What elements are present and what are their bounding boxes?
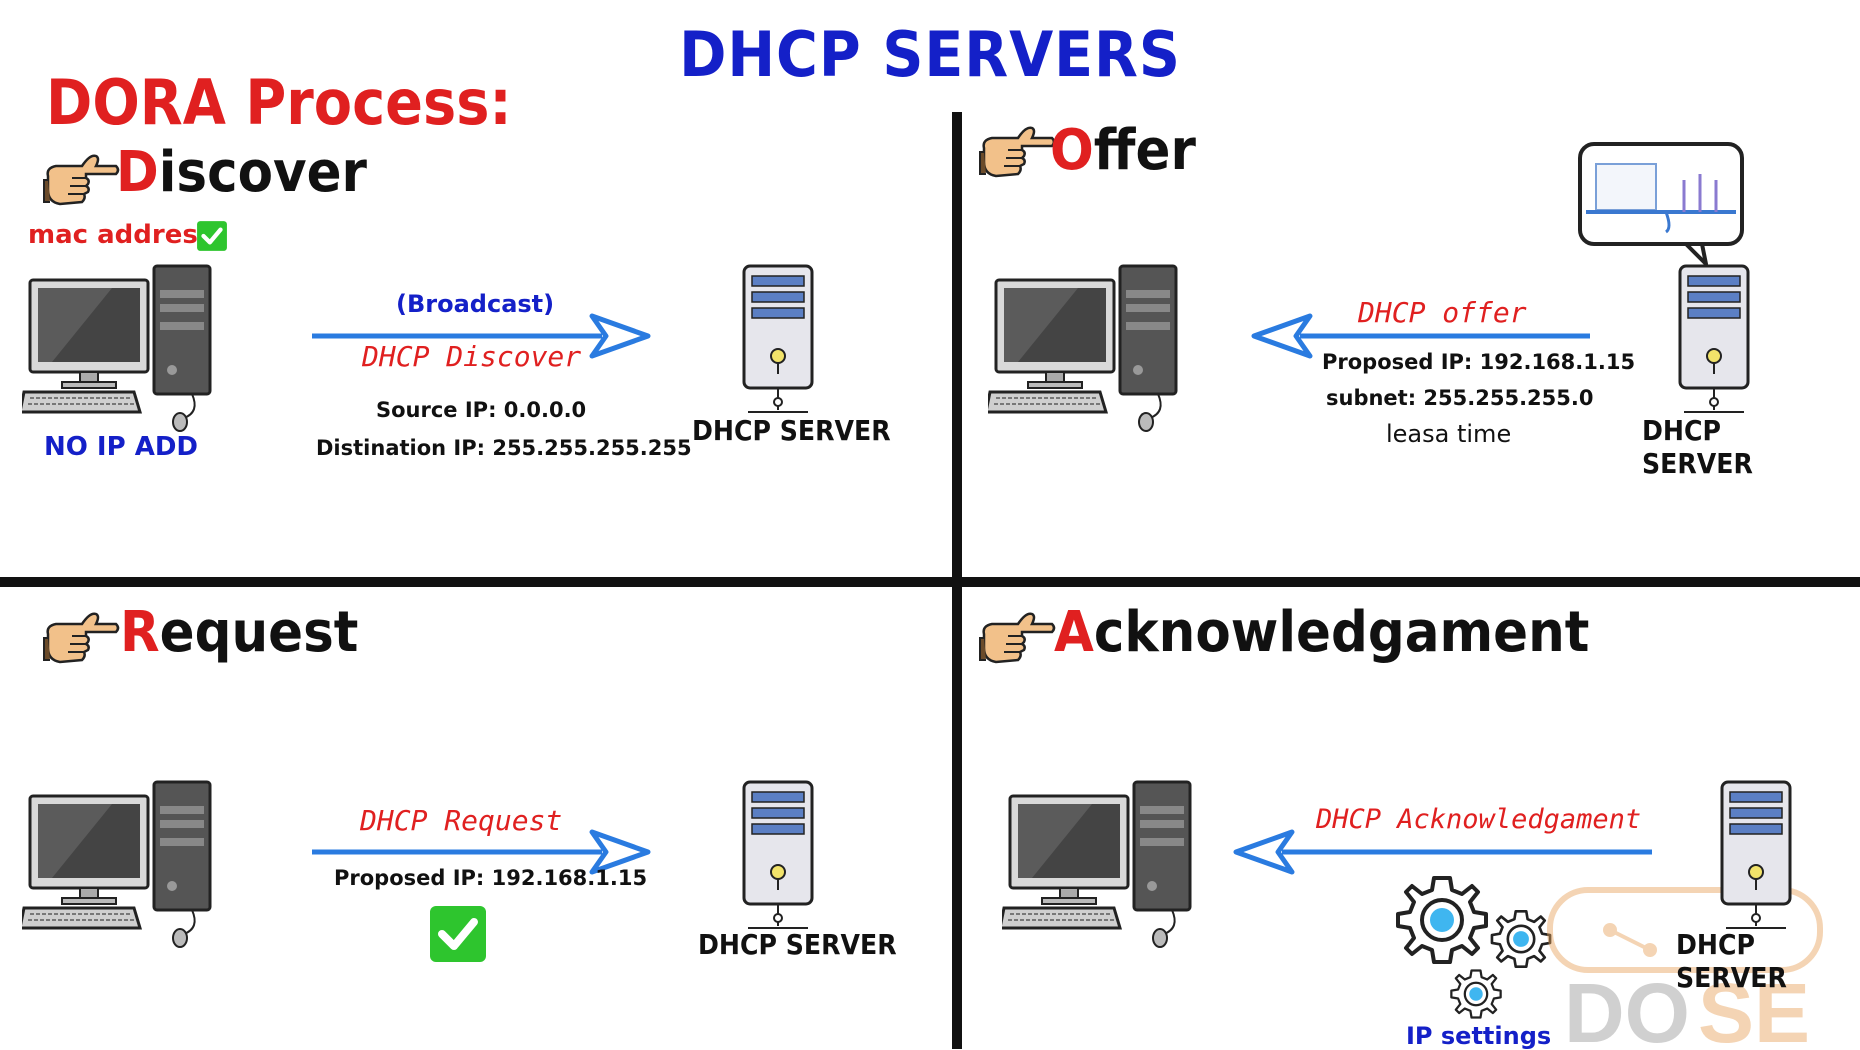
dhcp-server-label: DHCP SERVER <box>1642 414 1753 480</box>
offer-proposed-ip-text: Proposed IP: 192.168.1.15 <box>1322 350 1636 374</box>
pointing-hand-icon <box>42 146 120 212</box>
destination-ip-text: Distination IP: 255.255.255.255 <box>316 436 692 460</box>
offer-heading: Offer <box>1050 118 1196 183</box>
pointing-hand-icon <box>978 604 1056 670</box>
no-ip-label: NO IP ADD <box>44 432 198 462</box>
dose-logo: DO SE <box>1547 887 1823 1049</box>
dhcp-discover-label: DHCP Discover <box>362 340 582 373</box>
desktop-computer-icon <box>1002 778 1202 948</box>
desktop-computer-icon <box>22 778 222 948</box>
arrow-left-icon <box>1233 829 1652 875</box>
checkmark-icon <box>196 220 228 252</box>
dhcp-server-label: DHCP SERVER <box>692 414 891 447</box>
page-title: DHCP SERVERS <box>679 18 1181 91</box>
lease-time-text: leasa time <box>1386 420 1512 448</box>
source-ip-text: Source IP: 0.0.0.0 <box>376 398 587 422</box>
gear-icon <box>1392 870 1492 970</box>
dhcp-server-label: DHCP SERVER <box>698 928 897 961</box>
dhcp-server-label: DHCP SERVER <box>1676 928 1787 994</box>
offer-heading-rest: ffer <box>1093 118 1196 183</box>
mac-address-label: mac address: <box>28 220 224 250</box>
ack-heading: Acknowledgament <box>1054 600 1589 665</box>
offer-subnet-text: subnet: 255.255.255.0 <box>1326 386 1594 410</box>
ack-heading-rest: cknowledgament <box>1093 600 1590 665</box>
server-tower-icon <box>1716 778 1796 938</box>
svg-text:DO: DO <box>1564 966 1690 1049</box>
request-heading-rest: equest <box>159 600 359 665</box>
pointing-hand-icon <box>978 118 1056 184</box>
checkmark-icon <box>428 904 488 964</box>
diagram-subtitle: DORA Process: <box>46 66 512 139</box>
discover-heading: Discover <box>116 140 367 205</box>
pointing-hand-icon <box>42 604 120 670</box>
horizontal-divider <box>0 577 1860 587</box>
ip-settings-label: IP settings <box>1406 1022 1552 1050</box>
discover-heading-rest: iscover <box>158 140 367 205</box>
svg-text:SE: SE <box>1698 966 1810 1049</box>
server-tower-icon <box>1674 262 1754 422</box>
request-heading: Request <box>120 600 358 665</box>
gear-icon <box>1448 966 1504 1022</box>
server-tower-icon <box>738 778 818 938</box>
request-proposed-ip-text: Proposed IP: 192.168.1.15 <box>334 866 648 890</box>
desktop-computer-icon <box>988 262 1188 432</box>
dhcp-offer-label: DHCP offer <box>1358 296 1527 329</box>
speech-bubble-icon <box>1578 142 1744 266</box>
desktop-computer-icon <box>22 262 222 432</box>
ack-heading-cap: A <box>1054 600 1094 665</box>
server-tower-icon <box>738 262 818 422</box>
offer-heading-cap: O <box>1050 118 1094 183</box>
broadcast-label: (Broadcast) <box>396 290 555 318</box>
dhcp-request-label: DHCP Request <box>360 804 563 837</box>
request-heading-cap: R <box>120 600 160 665</box>
dhcp-ack-label: DHCP Acknowledgament <box>1316 804 1642 835</box>
discover-heading-cap: D <box>116 140 159 205</box>
